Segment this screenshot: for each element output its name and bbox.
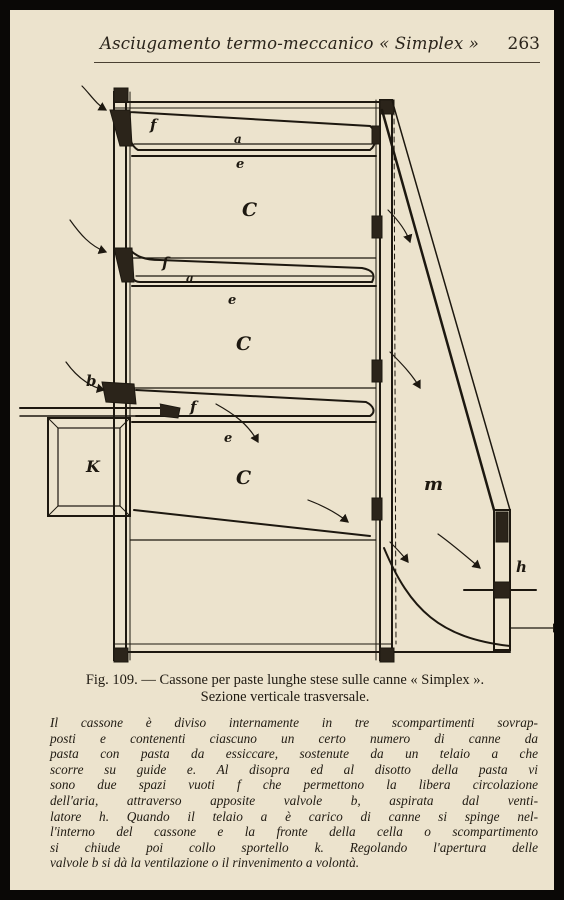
text-line: sono due spazi vuoti f che permettono la… [50,777,538,793]
label-c: C [236,467,251,489]
text-line: latore h. Quando il telaio a è carico di… [50,808,538,824]
label-m: m [424,474,443,495]
page-header: Asciugamento termo-meccanico « Simplex »… [100,34,540,54]
text-line: l'interno del cassone e la fronte della … [50,824,538,840]
label-c: C [236,333,251,355]
label-h: h [516,558,527,576]
body-paragraph: Il cassone è diviso internamente in tre … [50,715,538,871]
label-f: f [149,116,159,134]
running-title: Asciugamento termo-meccanico « Simplex » [100,34,480,53]
caption-line: Sezione verticale trasversale. [200,689,370,705]
corner-block [113,87,129,103]
text-line: si chiude poi collo sportello k. Regolan… [50,839,538,855]
text-line: Il cassone è diviso internamente in tre … [50,715,538,730]
valve-b [101,109,137,405]
cross-section-figure: f a e C f a e C b f e K C m h [19,85,554,663]
figure-caption: Fig. 109. — Cassone per paste lunghe ste… [30,672,540,706]
text-line: pasta con pasta da essiccare, sostenute … [50,746,538,762]
page-number: 263 [507,34,540,54]
label-e: e [228,293,236,308]
header-rule [94,62,540,63]
text-line: scorre su guide e. Al disopra ed al diso… [50,761,538,777]
text-line: dell'aria, attraverso apposite valvole b… [50,792,538,808]
airflow-arrows [65,85,481,569]
duct-m [380,99,511,651]
text-line: posti e contenenti ciascuno un certo num… [50,730,538,746]
label-a: a [186,271,194,285]
corner-block [113,647,129,663]
label-a: a [234,132,242,146]
text-line: valvole b si dà la ventilazione o il rin… [50,855,360,871]
flap-f3 [135,389,375,417]
left-wall [113,91,131,661]
door-k [47,417,131,517]
label-k: K [85,457,101,476]
corner-block [379,647,395,663]
label-c: C [242,199,257,221]
label-f: f [189,398,199,416]
label-f: f [161,254,171,272]
label-e: e [224,431,232,446]
caption-line: Fig. 109. — Cassone per paste lunghe ste… [85,672,485,688]
label-e: e [236,157,244,172]
label-b: b [86,372,97,390]
fan-h [463,581,554,633]
book-page: Asciugamento termo-meccanico « Simplex »… [10,10,554,890]
